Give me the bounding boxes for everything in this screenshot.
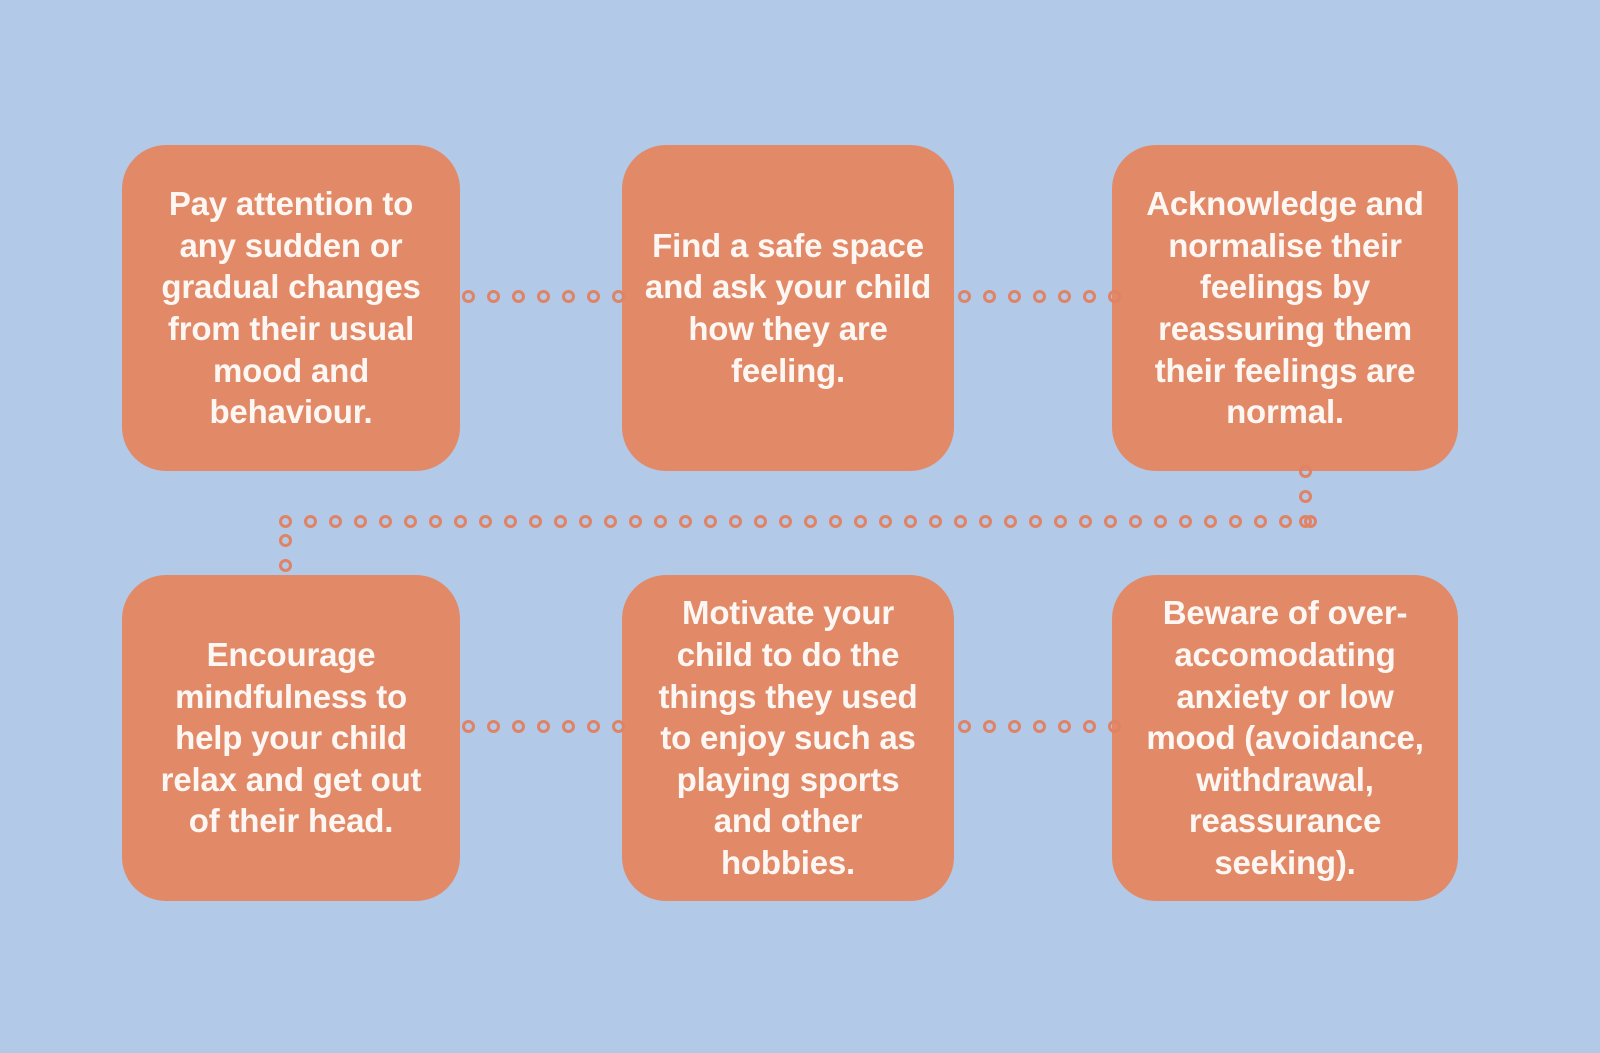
connector-dot-icon	[983, 290, 996, 303]
connector-dot-icon	[379, 515, 392, 528]
connector-dot-icon	[479, 515, 492, 528]
connector-dot-icon	[354, 515, 367, 528]
connector-dot-icon	[1154, 515, 1167, 528]
connector-dot-icon	[1204, 515, 1217, 528]
card-motivate-hobbies: Motivate your child to do the things the…	[622, 575, 954, 901]
connector-dot-icon	[1299, 490, 1312, 503]
card-text: Encourage mindfulness to help your child…	[160, 636, 422, 840]
connector-dot-icon	[829, 515, 842, 528]
connector-dot-icon	[1008, 290, 1021, 303]
connector-dot-icon	[604, 515, 617, 528]
connector-dot-icon	[1254, 515, 1267, 528]
card-beware-over-accomodating: Beware of over- accomodating anxiety or …	[1112, 575, 1458, 901]
connector-dot-icon	[279, 534, 292, 547]
connector-dot-icon	[512, 290, 525, 303]
connector-dot-icon	[429, 515, 442, 528]
connector-dot-icon	[1108, 720, 1121, 733]
connector-dot-icon	[958, 720, 971, 733]
connector-dot-icon	[554, 515, 567, 528]
connector-dot-icon	[958, 290, 971, 303]
card-safe-space: Find a safe space and ask your child how…	[622, 145, 954, 471]
connector-dot-icon	[1033, 290, 1046, 303]
connector-dot-icon	[304, 515, 317, 528]
connector-dot-icon	[579, 515, 592, 528]
connector-dot-icon	[462, 720, 475, 733]
connector-dot-icon	[804, 515, 817, 528]
connector-bottom-left-to-middle	[462, 720, 625, 733]
card-pay-attention: Pay attention to any sudden or gradual c…	[122, 145, 460, 471]
connector-dot-icon	[1299, 465, 1312, 478]
connector-dot-icon	[537, 290, 550, 303]
card-acknowledge-normalise: Acknowledge and normalise their feelings…	[1112, 145, 1458, 471]
connector-dot-icon	[279, 559, 292, 572]
card-text: Find a safe space and ask your child how…	[644, 226, 932, 389]
connector-dot-icon	[954, 515, 967, 528]
connector-dot-icon	[1179, 515, 1192, 528]
connector-dot-icon	[1304, 515, 1317, 528]
connector-dot-icon	[654, 515, 667, 528]
connector-dot-icon	[1129, 515, 1142, 528]
connector-dot-icon	[854, 515, 867, 528]
connector-bottom-middle-to-right	[958, 720, 1121, 733]
connector-dot-icon	[1004, 515, 1017, 528]
connector-dot-icon	[929, 515, 942, 528]
connector-dot-icon	[1029, 515, 1042, 528]
connector-dot-icon	[754, 515, 767, 528]
connector-dot-icon	[1083, 290, 1096, 303]
connector-dot-icon	[529, 515, 542, 528]
connector-dot-icon	[612, 290, 625, 303]
connector-dot-icon	[1008, 720, 1021, 733]
connector-dot-icon	[537, 720, 550, 733]
connector-dot-icon	[454, 515, 467, 528]
card-text: Pay attention to any sudden or gradual c…	[161, 185, 421, 431]
connector-dot-icon	[487, 290, 500, 303]
connector-middle-spine	[279, 515, 1317, 528]
connector-dot-icon	[629, 515, 642, 528]
connector-dot-icon	[1104, 515, 1117, 528]
card-text: Beware of over- accomodating anxiety or …	[1146, 594, 1424, 881]
connector-dot-icon	[1229, 515, 1242, 528]
connector-dot-icon	[779, 515, 792, 528]
connector-dot-icon	[279, 515, 292, 528]
connector-dot-icon	[329, 515, 342, 528]
connector-dot-icon	[562, 290, 575, 303]
connector-dot-icon	[462, 290, 475, 303]
connector-dot-icon	[587, 720, 600, 733]
card-text: Acknowledge and normalise their feelings…	[1146, 185, 1424, 431]
connector-dot-icon	[704, 515, 717, 528]
connector-dot-icon	[504, 515, 517, 528]
connector-dot-icon	[729, 515, 742, 528]
connector-dot-icon	[1054, 515, 1067, 528]
connector-dot-icon	[1058, 290, 1071, 303]
connector-dot-icon	[612, 720, 625, 733]
connector-dot-icon	[562, 720, 575, 733]
connector-top-left-to-middle	[462, 290, 625, 303]
connector-dot-icon	[1033, 720, 1046, 733]
connector-dot-icon	[1079, 515, 1092, 528]
connector-dot-icon	[1108, 290, 1121, 303]
connector-left-down-to-bottom	[279, 534, 292, 572]
connector-dot-icon	[679, 515, 692, 528]
card-encourage-mindfulness: Encourage mindfulness to help your child…	[122, 575, 460, 901]
connector-dot-icon	[512, 720, 525, 733]
connector-dot-icon	[487, 720, 500, 733]
connector-top-middle-to-right	[958, 290, 1121, 303]
connector-dot-icon	[404, 515, 417, 528]
connector-dot-icon	[983, 720, 996, 733]
connector-dot-icon	[904, 515, 917, 528]
connector-dot-icon	[879, 515, 892, 528]
connector-dot-icon	[1058, 720, 1071, 733]
card-text: Motivate your child to do the things the…	[658, 594, 918, 881]
connector-dot-icon	[1083, 720, 1096, 733]
connector-dot-icon	[587, 290, 600, 303]
connector-dot-icon	[979, 515, 992, 528]
connector-dot-icon	[1279, 515, 1292, 528]
